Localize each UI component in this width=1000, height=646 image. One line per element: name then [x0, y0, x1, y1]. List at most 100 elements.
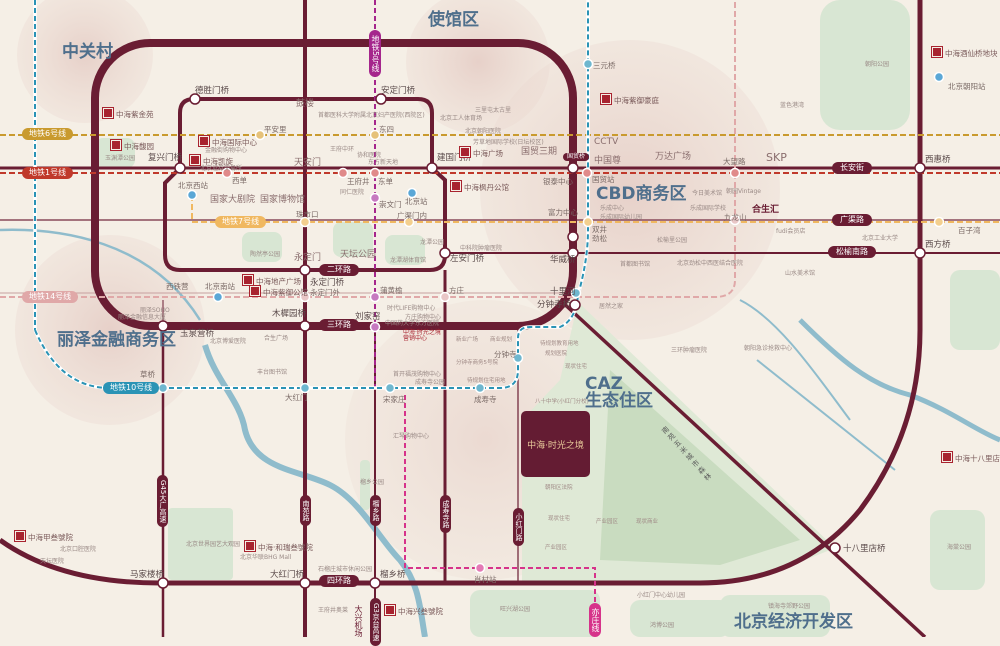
label-pois-13: 龙潭湖体育馆 [390, 257, 427, 264]
badge-landmarks-12: 国贸桥 [563, 153, 590, 161]
hero-project-block[interactable]: 中海·时光之境 [521, 411, 590, 477]
station-marker [299, 216, 311, 228]
badge-roads-8: 榴乡路 [370, 495, 381, 526]
label-blocks-6: 现状住宅 [565, 364, 588, 370]
label-projects-9[interactable]: 中海紫御公馆 [250, 286, 308, 297]
label-projects-2[interactable]: 中海国际中心 [199, 136, 257, 147]
label-pois-21: 首开福茂购物中心 [393, 371, 442, 378]
label-bridges-3: 建国门桥 [437, 153, 472, 163]
label-projects-13[interactable]: 中海十八里店地块 [942, 452, 1000, 463]
label-pois-45: 乐成国际幼儿园 [600, 214, 643, 221]
label-stations-26: 九龙山 [724, 213, 747, 222]
label-stations-5: 崇文门 [379, 200, 402, 209]
label-stations-1: 东四 [379, 125, 394, 134]
label-projects-11[interactable]: 中海·和瑞叁號院 [245, 541, 313, 552]
label-bridges-16: 十里河 [550, 287, 576, 297]
label-pois-5: 东方新天地 [368, 159, 399, 166]
label-stations-8: 珠市口 [296, 210, 319, 219]
label-stations-18: 成寿寺 [474, 395, 497, 404]
label-pois-18: 北京博爱医院 [210, 338, 247, 345]
label-pois-26: 中国药大学东方医院 [385, 320, 440, 327]
label-projects-7[interactable]: 中海酒仙桥地块 [932, 47, 998, 58]
label-projects-12[interactable]: 中海兴叁號院 [385, 605, 443, 616]
bridge-node [157, 577, 169, 589]
label-stations-14: 方庄 [449, 286, 464, 295]
label-pois-14: 陶然亭公园 [250, 251, 281, 258]
label-bridges-4: 左安门桥 [450, 254, 485, 264]
label-bridges-11: 十八里店桥 [843, 544, 886, 554]
station-marker [933, 216, 945, 228]
label-stations-29: 银泰中心 [543, 177, 573, 186]
station-marker [933, 71, 945, 83]
label-projects-6[interactable]: 中海紫御豪庭 [601, 94, 659, 105]
label-blocks-5: 规划医院 [545, 351, 568, 357]
label-stations-28: 北京朝阳站 [948, 82, 986, 91]
label-projects-8[interactable]: 中海地产广场 [243, 275, 301, 286]
label-districts-1: 使馆区 [428, 10, 479, 30]
label-projects-10[interactable]: 中海甲叁號院 [15, 531, 73, 542]
bridge-node [567, 247, 579, 259]
label-bridges-7: 玉泉营桥 [180, 329, 215, 339]
label-projects-4[interactable]: 中海广场 [460, 147, 503, 158]
bridge-node [375, 93, 387, 105]
label-pois-19: 合生广场 [264, 335, 289, 342]
label-stations-0: 平安里 [264, 125, 287, 134]
label-pois-34: 鸿博公园 [650, 622, 675, 629]
label-pois-50: 山水美术馆 [785, 270, 816, 277]
label-landmarks-3: 天坛公园 [340, 250, 377, 260]
label-districts-3: 丽泽金融商务区 [57, 330, 176, 350]
label-bridges-14: 分钟寺桥 [537, 300, 572, 310]
badge-roads-5: 松榆南路 [828, 246, 876, 258]
badge-subways-0: 地铁6号线 [22, 128, 74, 140]
label-pois-36: 镇海寺郊野公园 [768, 603, 811, 610]
label-bridges-5: 永定门桥 [310, 278, 345, 288]
label-districts-0: 中关村 [62, 42, 113, 62]
label-landmarks-0: 鼓楼 [296, 99, 315, 109]
label-pois-41: 蓝色港湾 [780, 102, 805, 109]
label-pois-28: 天坛医院 [40, 558, 65, 565]
station-marker [369, 321, 381, 333]
station-marker [729, 167, 741, 179]
station-marker [221, 167, 233, 179]
label-pois-29: 北京世界园艺大观园 [186, 541, 241, 548]
label-projects-0[interactable]: 中海紫金苑 [103, 108, 154, 119]
label-pois-22: 成寿寺公园 [415, 379, 446, 386]
label-pois-54: 榴乡公园 [360, 479, 385, 486]
label-landmarks-9: 万达广场 [655, 152, 692, 162]
badge-roads-6: G45大广高速 [157, 475, 168, 528]
label-stations-4: 东单 [378, 177, 393, 186]
label-pois-49: 北京劲松中西医结合医院 [677, 260, 744, 267]
label-pois-43: 朝园Vintage [726, 188, 761, 195]
bridge-node [426, 162, 438, 174]
label-stations-23: 大望路 [723, 157, 746, 166]
label-pois-31: 石榴庄城市休闲公园 [318, 566, 373, 573]
badge-roads-11: G3京台高速 [370, 598, 381, 646]
label-pois-38: 三环肿瘤医院 [671, 347, 708, 354]
label-projects-3[interactable]: 中海凯旋 [190, 155, 233, 166]
label-projects-5[interactable]: 中海枫丹公馆 [451, 181, 509, 192]
label-blocks-6: 现状住宅 [548, 516, 571, 522]
bridge-node [369, 577, 381, 589]
label-blocks-4: 待规划教育用地 [540, 341, 579, 347]
label-bridges-15: 华威桥 [550, 255, 576, 265]
label-stations-16: 大红门 [285, 393, 308, 402]
label-projects-1[interactable]: 中海馥园 [111, 140, 154, 151]
label-landmarks-5: 国家博物馆 [260, 195, 306, 205]
label-pois-12: 龙潭公园 [420, 239, 445, 246]
station-marker [474, 382, 486, 394]
label-pois-2: 首都医科大学附属北京妇产医院(西院区) [318, 112, 425, 119]
station-marker [729, 214, 741, 226]
label-landmarks-4: 国家大剧院 [210, 195, 256, 205]
bridge-node [567, 231, 579, 243]
label-blocks-3: 待规划住宅用地 [467, 378, 506, 384]
label-stations-10: 北京南站 [205, 282, 235, 291]
label-landmarks-2: 永定门 [294, 253, 322, 263]
bridge-node [567, 162, 579, 174]
label-pois-44: 乐成中心 [600, 205, 625, 212]
label-pois-42: 今日美术馆 [692, 190, 723, 197]
station-marker [570, 287, 582, 299]
station-marker [581, 167, 593, 179]
label-landmarks-6: CCTV [594, 137, 619, 147]
label-stations-13: 蒲黄榆 [380, 286, 403, 295]
label-landmarks-8: 国贸三期 [521, 147, 558, 157]
